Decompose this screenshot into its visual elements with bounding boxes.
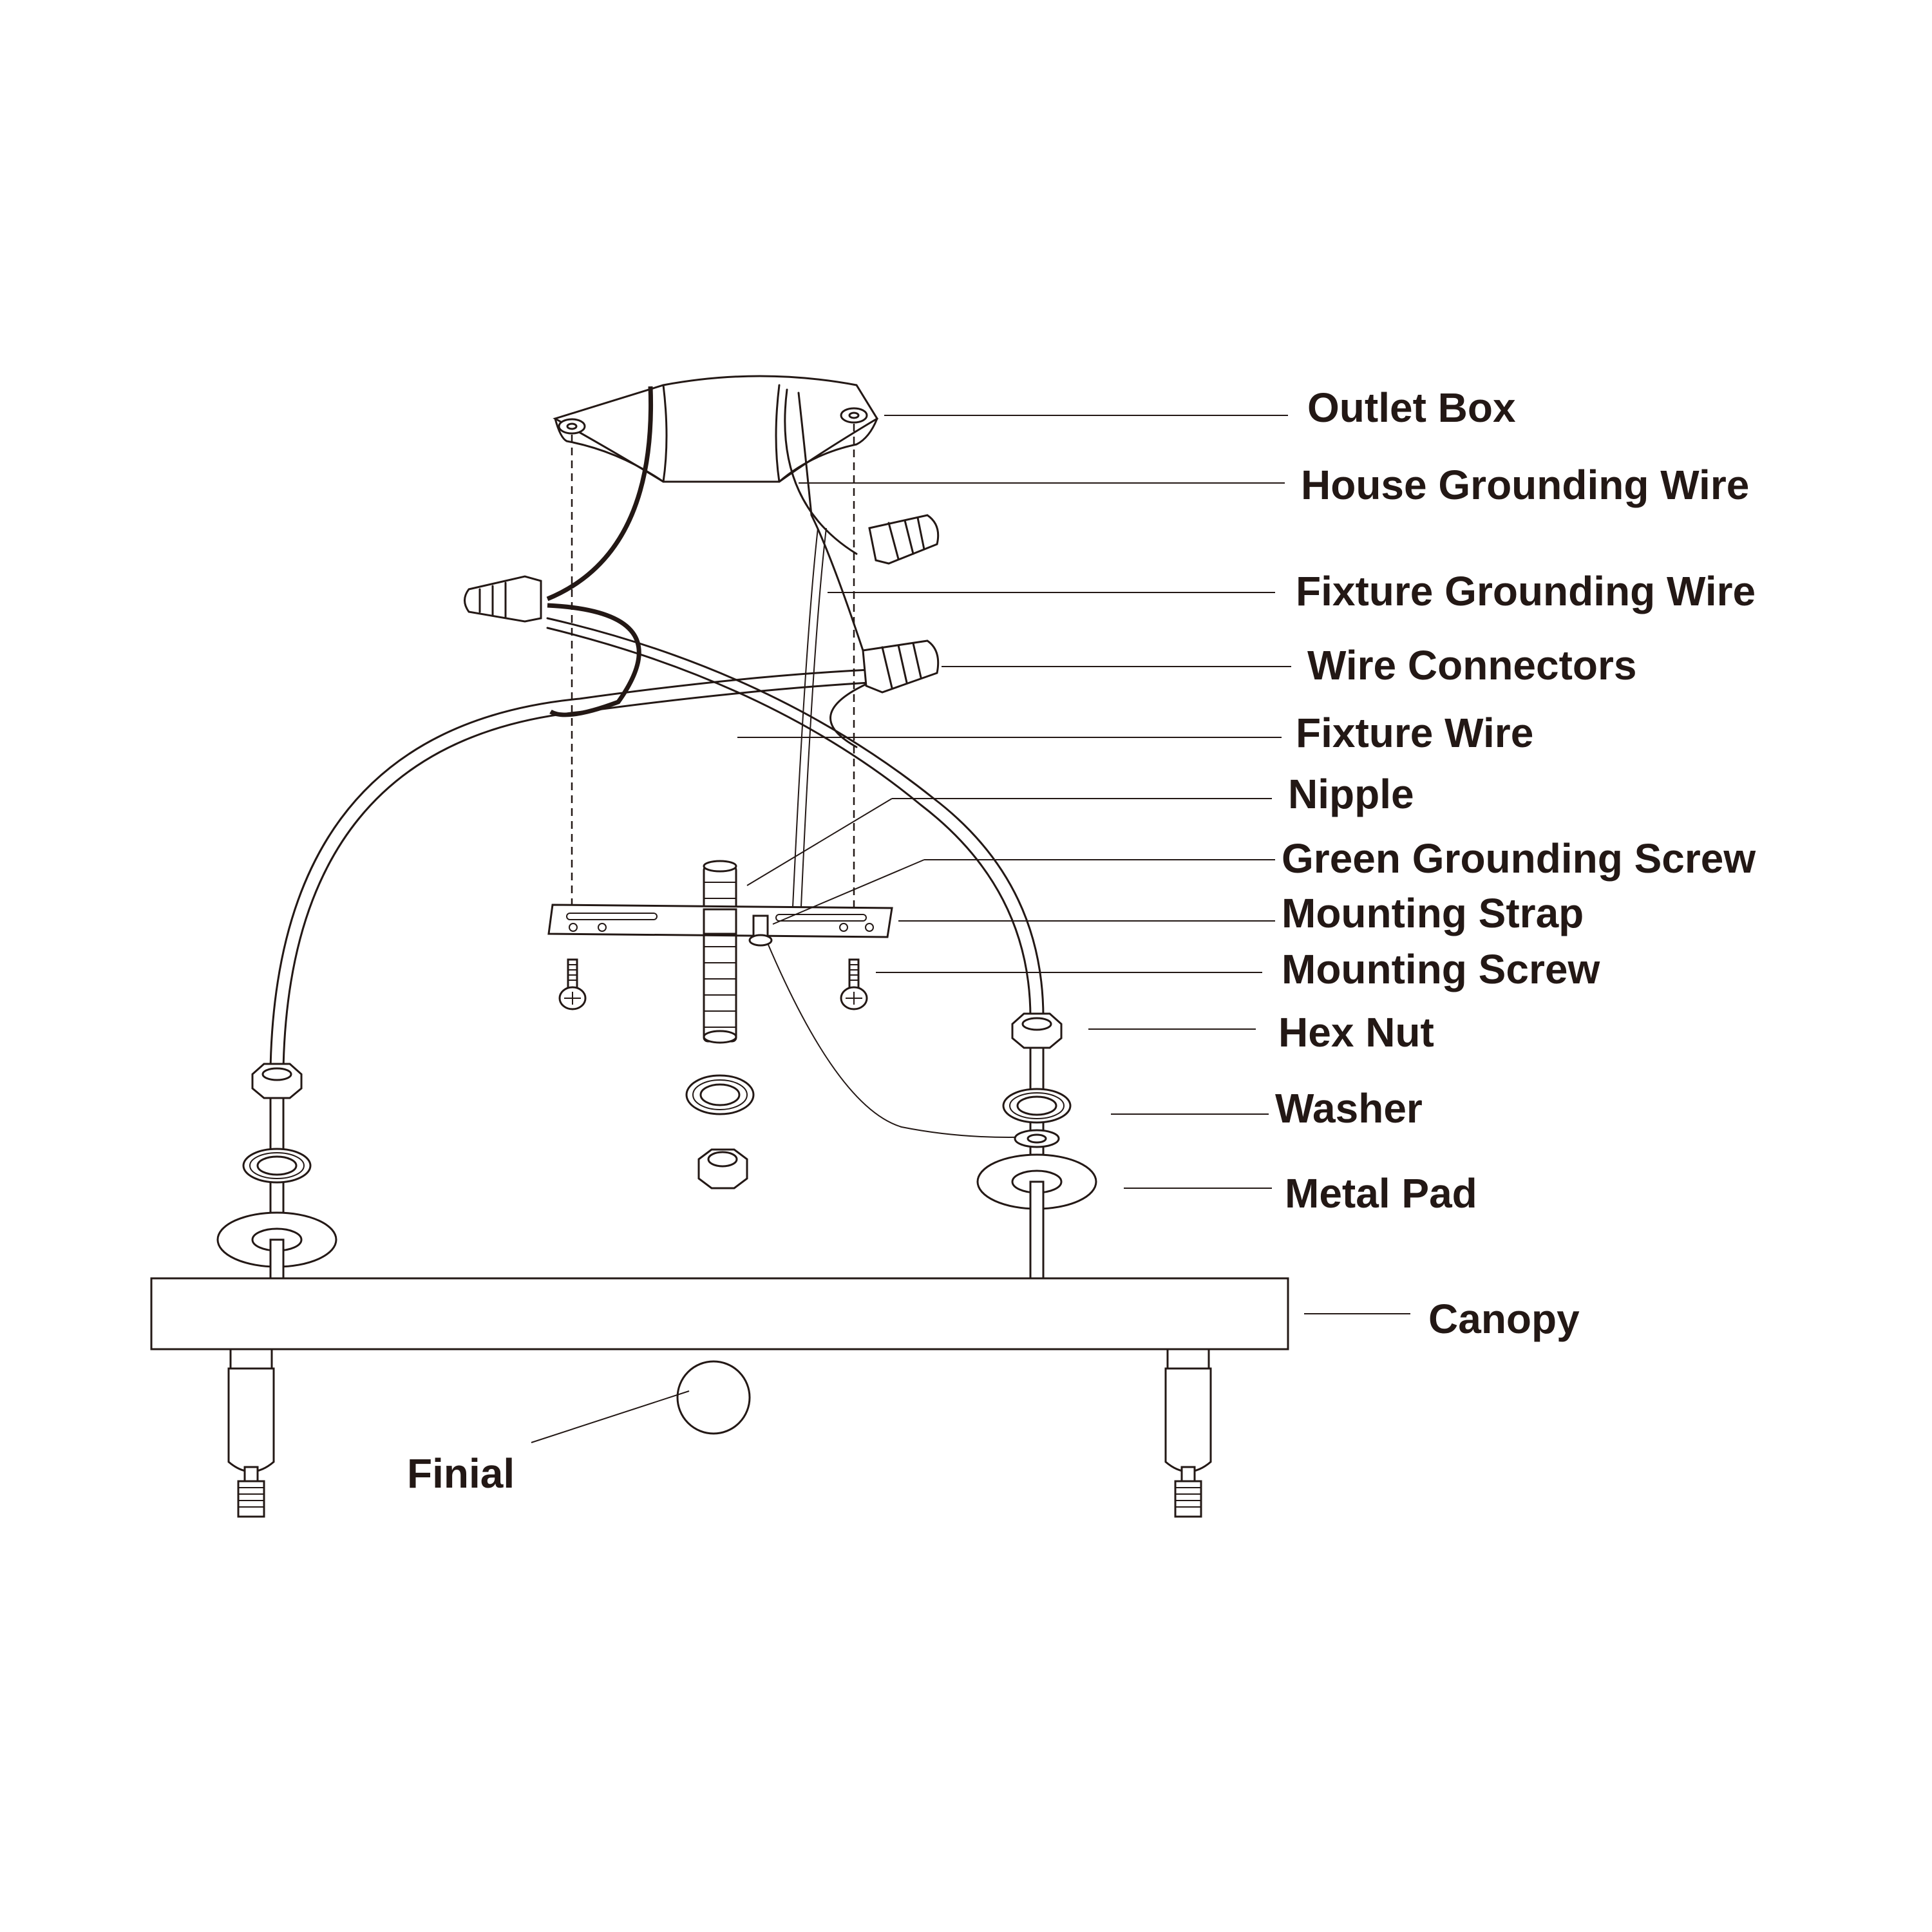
lower-post-left — [227, 1348, 275, 1518]
lower-post-right — [1164, 1348, 1212, 1518]
label-wire-connectors: Wire Connectors — [1307, 642, 1637, 688]
wire-connector-top-right — [868, 514, 940, 565]
labels: Outlet Box House Grounding Wire Fixture … — [407, 384, 1756, 1497]
canopy — [150, 1277, 1289, 1350]
label-canopy: Canopy — [1428, 1296, 1580, 1342]
wire-connector-bottom-right — [862, 639, 940, 694]
label-green-grounding-screw: Green Grounding Screw — [1282, 835, 1756, 882]
label-fixture-wire: Fixture Wire — [1296, 710, 1533, 756]
right-rod-assembly — [976, 1012, 1097, 1280]
mounting-strap — [547, 904, 893, 938]
label-metal-pad: Metal Pad — [1285, 1170, 1477, 1217]
label-nipple: Nipple — [1288, 771, 1414, 817]
leader-lines — [531, 415, 1410, 1443]
label-outlet-box: Outlet Box — [1307, 384, 1516, 431]
fixture-wire — [269, 603, 1045, 1070]
wire-connector-left — [464, 575, 542, 623]
finial — [676, 1360, 751, 1435]
label-mounting-screw: Mounting Screw — [1282, 946, 1600, 992]
mounting-screw-right — [840, 958, 868, 1010]
outlet-box — [553, 375, 879, 483]
green-grounding-screw — [748, 914, 773, 947]
fixture-grounding-wire — [766, 527, 1037, 1138]
house-wires — [546, 386, 864, 652]
label-house-grounding-wire: House Grounding Wire — [1301, 462, 1749, 508]
nipple — [703, 860, 737, 1044]
label-finial: Finial — [407, 1450, 515, 1497]
label-fixture-grounding-wire: Fixture Grounding Wire — [1296, 568, 1756, 614]
mounting-screw-left — [558, 958, 587, 1010]
label-mounting-strap: Mounting Strap — [1282, 890, 1584, 936]
center-washer — [685, 1074, 755, 1115]
left-rod-assembly — [216, 1063, 337, 1280]
label-washer: Washer — [1275, 1085, 1423, 1132]
center-hex-nut — [697, 1148, 748, 1189]
label-hex-nut: Hex Nut — [1278, 1009, 1434, 1056]
